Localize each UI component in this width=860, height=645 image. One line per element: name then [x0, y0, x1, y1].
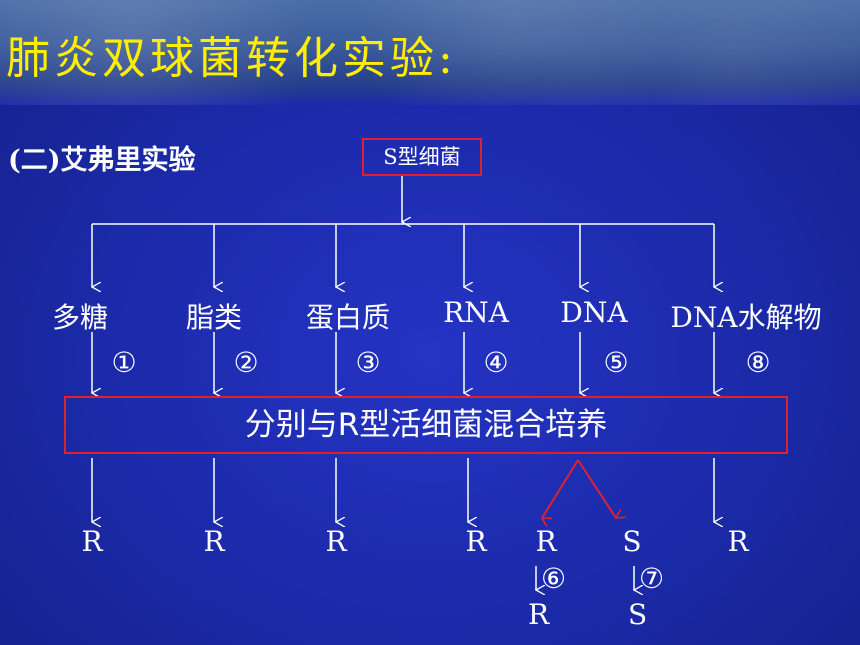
followup-result-r: R [528, 598, 550, 631]
result-5-left: R [535, 525, 557, 558]
mix-culture-box: 分别与R型活细菌混合培养 [64, 396, 788, 454]
slide-title: 肺炎双球菌转化实验: [6, 33, 457, 84]
followup-step-6: ⑥ [541, 562, 567, 595]
step-number-2: ② [233, 346, 259, 379]
banner-texture [0, 0, 860, 105]
component-dna-hydrolysate: DNA水解物 [670, 301, 822, 334]
step-number-4: ④ [483, 346, 509, 379]
step-number-3: ③ [355, 346, 381, 379]
step-number-5: ⑤ [603, 346, 629, 379]
result-3: R [325, 525, 347, 558]
result-2: R [203, 525, 225, 558]
result-4: R [465, 525, 487, 558]
title-banner [0, 0, 860, 105]
step-number-1: ① [111, 346, 137, 379]
component-dna: DNA [560, 296, 628, 329]
experiment-subtitle: (二)艾弗里实验 [8, 145, 196, 176]
component-lipid: 脂类 [185, 301, 243, 334]
step-number-8: ⑧ [745, 346, 771, 379]
result-5-right: S [622, 525, 642, 558]
component-rna: RNA [443, 296, 509, 329]
component-protein: 蛋白质 [305, 301, 391, 334]
component-polysaccharide: 多糖 [51, 301, 109, 334]
red-arrow-right [577, 459, 616, 518]
red-arrow-left [542, 459, 579, 518]
followup-step-7: ⑦ [639, 562, 665, 595]
result-1: R [81, 525, 103, 558]
followup-result-s: S [628, 598, 648, 631]
result-6: R [727, 525, 749, 558]
source-bacteria-box: S型细菌 [362, 138, 482, 176]
